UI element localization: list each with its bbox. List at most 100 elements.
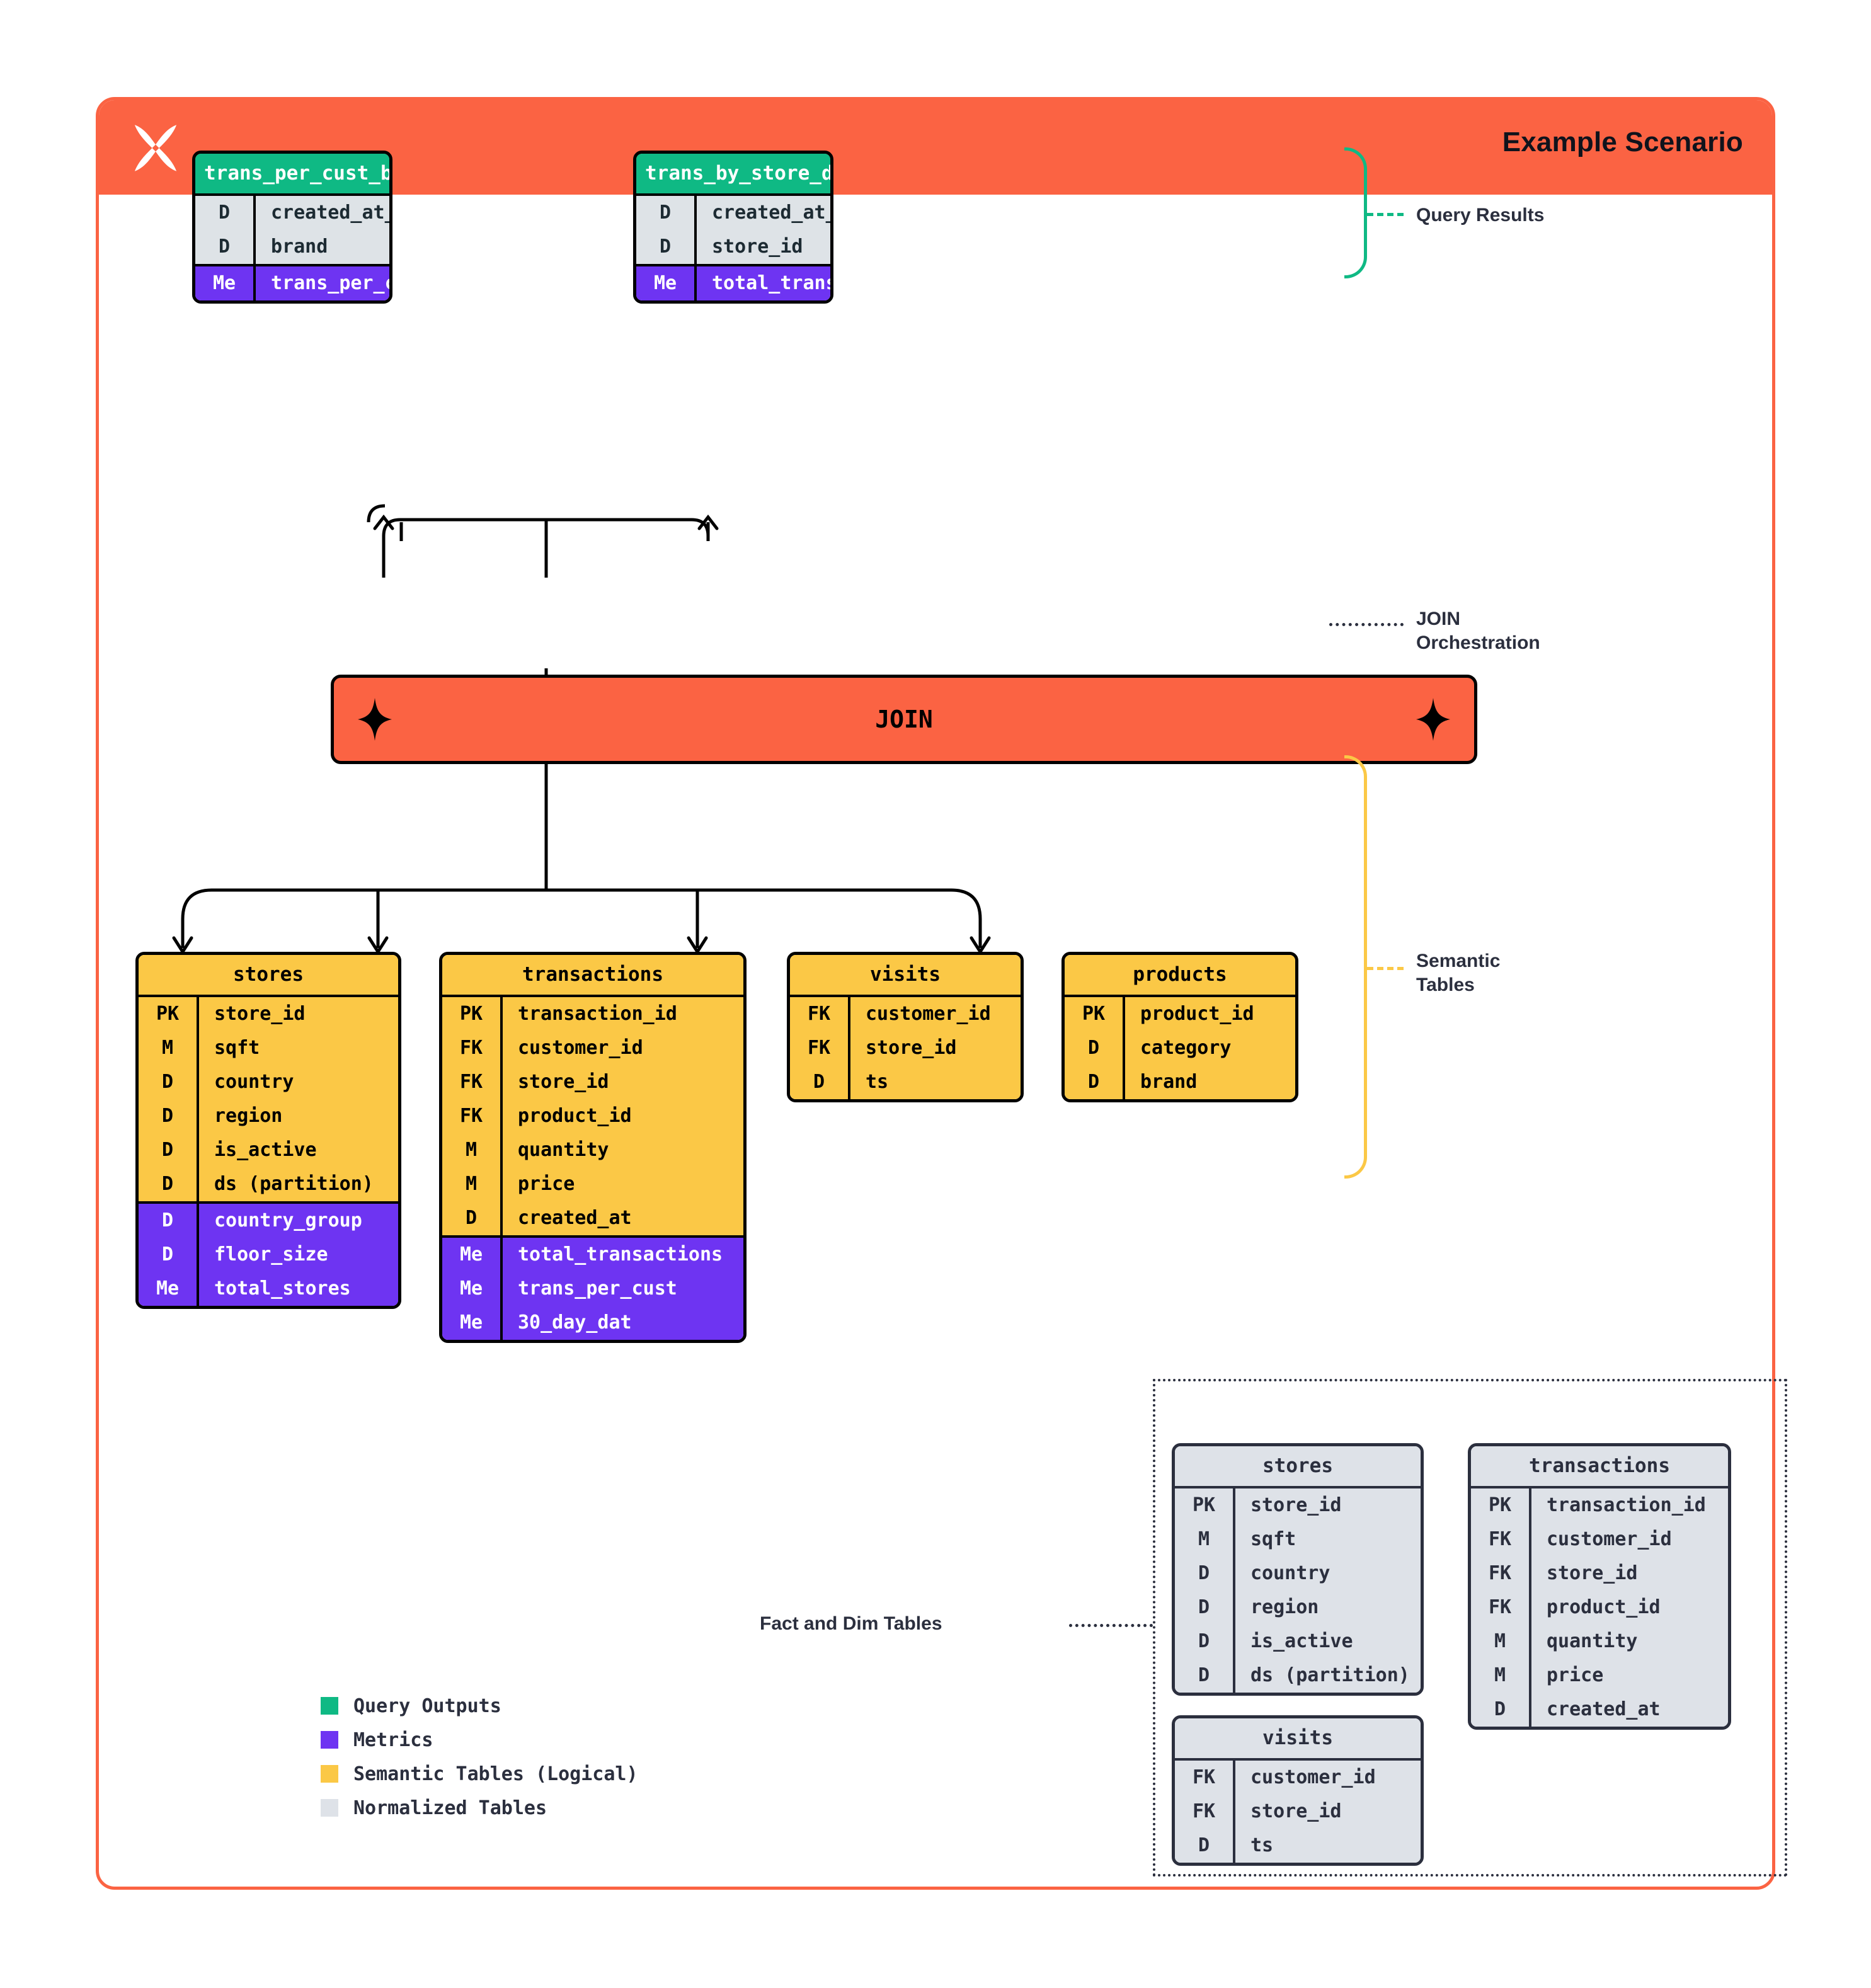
column-name: transaction_id [1547,1494,1706,1516]
column-key: D [1175,1591,1235,1625]
column-key: PK [1065,997,1125,1031]
metric-key: Me [139,1272,199,1306]
column-name: quantity [518,1139,609,1161]
metric-key: Me [442,1306,503,1340]
column-name: region [214,1105,283,1127]
join-orchestration-bar[interactable]: JOIN [331,675,1477,764]
column-key: D [1175,1659,1235,1693]
column-name: sqft [1250,1528,1296,1550]
metric-name: total_transactions [712,272,830,294]
legend-item: Metrics [321,1723,638,1757]
column-key: FK [442,1031,503,1065]
column-name: store_id [1250,1800,1342,1822]
column-name: created_at_day [712,202,830,224]
column-name: ts [1250,1834,1274,1856]
column-key: D [1175,1557,1235,1591]
column-name: created_at_month [271,202,389,224]
column-key: M [442,1133,503,1167]
query-result-table-1[interactable]: trans_by_store_day D created_at_day D st… [633,151,833,304]
table-metrics: Me total_transactions [636,264,830,300]
column-key: FK [1471,1591,1531,1625]
query-results-bracket [1344,147,1367,278]
table-row: D store_id [636,230,830,264]
metric-name: trans_per_cust [518,1277,677,1300]
column-name: created_at [518,1207,632,1229]
column-key: D [790,1065,850,1099]
column-name: customer_id [866,1003,991,1025]
column-name: category [1140,1037,1232,1059]
metric-key: D [139,1204,199,1238]
column-name: store_id [214,1003,306,1025]
query-result-table-0[interactable]: trans_per_cust_by_brand_month D created_… [192,151,392,304]
join-orchestration-connector [1329,623,1404,626]
column-key: D [139,1099,199,1133]
column-name: customer_id [1547,1528,1672,1550]
fact-and-dim-tables-label: Fact and Dim Tables [760,1613,942,1634]
semantic-tables-label-line2: Tables [1416,974,1475,996]
column-key: FK [442,1065,503,1099]
column-name: ds (partition) [1250,1664,1410,1686]
join-label: JOIN [875,706,933,733]
example-scenario-card: Example Scenario [96,97,1787,1890]
legend-swatch-query-outputs [321,1697,338,1715]
legend-item: Normalized Tables [321,1791,638,1825]
column-key: D [636,230,697,264]
column-name: country [214,1071,294,1093]
metric-name: floor_size [214,1243,328,1265]
column-name: is_active [1250,1630,1353,1652]
column-key: D [1175,1625,1235,1659]
metric-name: trans_per_cust [271,272,389,294]
butterfly-x-logo-icon [127,119,185,177]
legend-swatch-normalized-tables [321,1799,338,1817]
table-row: Me total_transactions [636,266,830,300]
column-name: store_id [712,236,803,258]
join-orchestration-label-line1: JOIN [1416,608,1461,629]
table-header: stores [139,955,398,995]
metric-key: Me [442,1272,503,1306]
table-header: transactions [442,955,743,995]
metric-name: total_stores [214,1277,351,1300]
four-point-star-icon [358,698,392,741]
column-name: quantity [1547,1630,1638,1652]
table-header: products [1065,955,1295,995]
column-key: D [1065,1031,1125,1065]
metric-name: country_group [214,1209,362,1231]
column-key: FK [442,1099,503,1133]
table-row: Me trans_per_cust [195,266,389,300]
